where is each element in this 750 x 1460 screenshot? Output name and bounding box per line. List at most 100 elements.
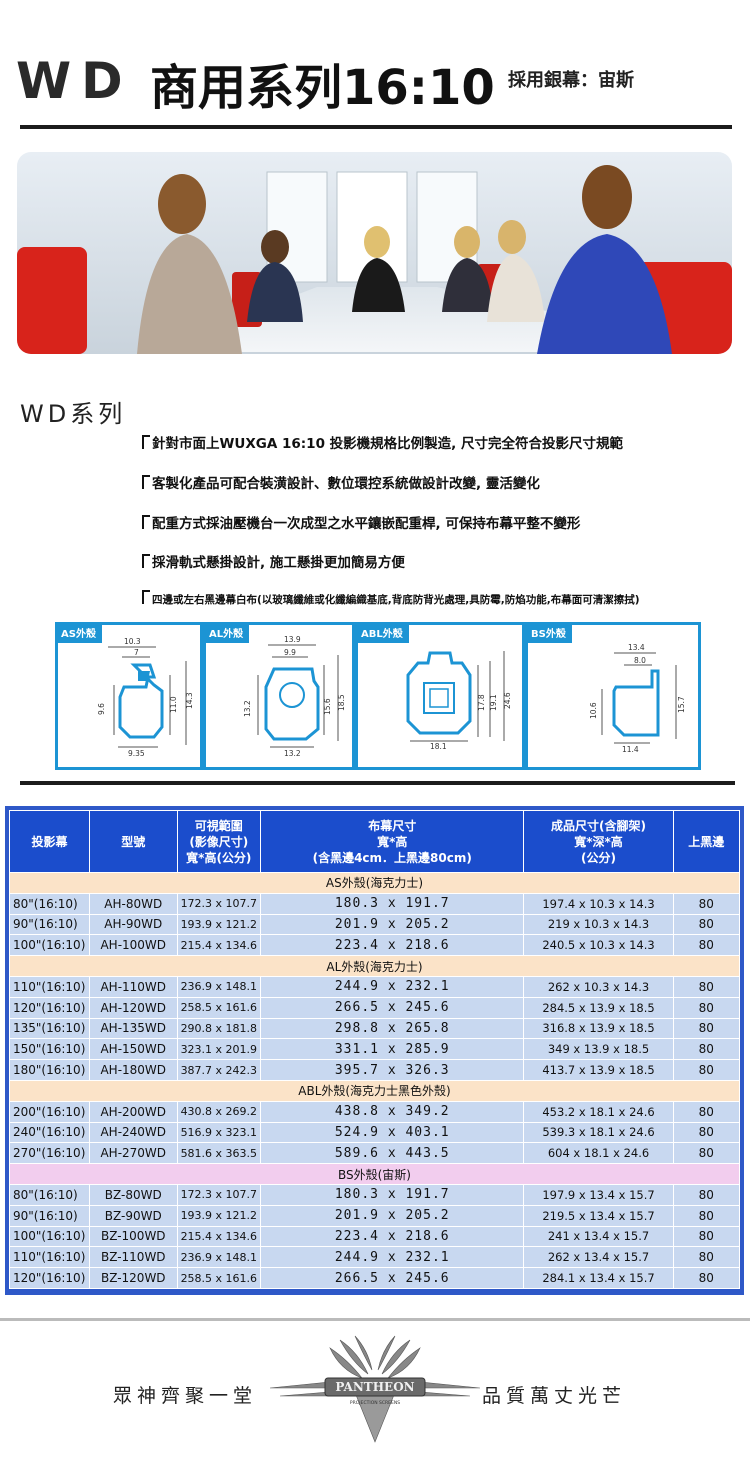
page-header: WD 商用系列16:10 採用銀幕：宙斯: [0, 0, 750, 135]
header-line: 寬*高(公分): [186, 850, 252, 865]
cell-finished-size: 262 x 13.4 x 15.7: [523, 1246, 674, 1269]
logo-subtext: PROJECTION SCREENS: [350, 1400, 400, 1406]
cell-screen-size: 298.8 x 265.8: [260, 1017, 525, 1040]
cell-model: AH-80WD: [88, 892, 178, 915]
header-finished-size: 成品尺寸(含腳架) 寬*深*高 (公分): [523, 810, 674, 873]
cell-viewable: 193.9 x 121.2: [176, 913, 262, 936]
pantheon-logo: PANTHEON PROJECTION SCREENS: [269, 1330, 481, 1450]
page-title: 商用系列16:10: [150, 60, 495, 116]
feature-item: 採滑軌式懸掛設計, 施工懸掛更加簡易方便: [142, 551, 405, 571]
feature-item: 配重方式採油壓機台一次成型之水平鑲嵌配重桿, 可保持布幕平整不變形: [142, 512, 580, 532]
cell-screen-size: 395.7 x 326.3: [260, 1059, 525, 1081]
cell-finished-size: 241 x 13.4 x 15.7: [523, 1225, 674, 1248]
cell-finished-size: 316.8 x 13.9 x 18.5: [523, 1017, 674, 1040]
cell-top-black: 80: [672, 934, 741, 957]
header-projector: 投影幕: [9, 810, 90, 873]
cell-model: AH-110WD: [88, 975, 178, 998]
dim-label: 9.6: [97, 703, 106, 715]
feature-text: 客製化產品可配合裝潢設計、數位環控系統做設計改變, 靈活變化: [152, 476, 540, 492]
cell-top-black: 80: [672, 1142, 741, 1165]
cell-model: AH-180WD: [88, 1059, 178, 1081]
cell-viewable: 581.6 x 363.5: [176, 1142, 262, 1165]
dim-label: 13.2: [284, 749, 301, 758]
header-line: 寬*高: [377, 834, 408, 849]
group-row: AL外殼(海克力士): [9, 955, 740, 977]
cell-viewable: 387.7 x 242.3: [176, 1059, 262, 1081]
cell-top-black: 80: [672, 913, 741, 936]
cell-finished-size: 197.4 x 10.3 x 14.3: [523, 892, 674, 915]
cell-top-black: 80: [672, 1121, 741, 1144]
logo-text: PANTHEON: [335, 1380, 414, 1394]
cell-top-black: 80: [672, 1204, 741, 1227]
bracket-icon: [142, 554, 150, 568]
feature-item: 針對市面上WUXGA 16:10 投影機規格比例製造, 尺寸完全符合投影尺寸規範: [142, 432, 623, 452]
cell-projector: 100"(16:10): [9, 1225, 90, 1248]
header-line: (含黑邊4cm．上黑邊80cm): [312, 850, 472, 865]
abl-housing-diagram: ABL外殼 17.8 19.1 24.6 18.1: [355, 622, 525, 770]
group-row: AS外殼(海克力士): [9, 872, 740, 894]
al-housing-diagram: AL外殼 13.9 9.9 13.2 15.6 18.5 13.2: [203, 622, 355, 770]
cell-viewable: 258.5 x 161.6: [176, 1267, 262, 1289]
cell-viewable: 215.4 x 134.6: [176, 1225, 262, 1248]
meeting-room-photo: [17, 152, 732, 354]
group-row: ABL外殼(海克力士黑色外殼): [9, 1079, 740, 1102]
dim-label: 24.6: [503, 692, 512, 709]
dim-label: 18.1: [430, 742, 447, 751]
dim-label: 18.5: [337, 694, 346, 711]
cell-model: AH-240WD: [88, 1121, 178, 1144]
cell-projector: 80"(16:10): [9, 892, 90, 915]
cell-projector: 180"(16:10): [9, 1059, 90, 1081]
cell-top-black: 80: [672, 892, 741, 915]
cell-viewable: 236.9 x 148.1: [176, 975, 262, 998]
header-model: 型號: [88, 810, 178, 873]
group-title: ABL外殼(海克力士黑色外殼): [9, 1079, 740, 1102]
dim-label: 10.3: [124, 637, 141, 646]
cell-viewable: 215.4 x 134.6: [176, 934, 262, 957]
cell-model: AH-270WD: [88, 1142, 178, 1165]
header-top-black: 上黑邊: [672, 810, 741, 873]
feature-text: 採滑軌式懸掛設計, 施工懸掛更加簡易方便: [152, 555, 405, 571]
cell-viewable: 430.8 x 269.2: [176, 1100, 262, 1123]
cell-model: AH-200WD: [88, 1100, 178, 1123]
cell-finished-size: 262 x 10.3 x 14.3: [523, 975, 674, 998]
cell-model: BZ-100WD: [88, 1225, 178, 1248]
cell-screen-size: 201.9 x 205.2: [260, 913, 525, 936]
group-row: BS外殼(宙斯): [9, 1163, 740, 1185]
bracket-icon: [142, 435, 150, 449]
header-line: 可視範圍: [194, 818, 243, 833]
cell-top-black: 80: [672, 1059, 741, 1081]
cell-top-black: 80: [672, 975, 741, 998]
group-title: BS外殼(宙斯): [9, 1163, 740, 1185]
dim-label: 8.0: [634, 656, 646, 665]
cell-finished-size: 349 x 13.9 x 18.5: [523, 1038, 674, 1061]
group-title: AL外殼(海克力士): [9, 955, 740, 977]
dim-label: 10.6: [589, 702, 598, 719]
footer-slogan-left: 眾神齊聚一堂: [113, 1385, 258, 1407]
cell-projector: 120"(16:10): [9, 996, 90, 1019]
dim-label: 15.7: [677, 696, 686, 713]
cell-screen-size: 201.9 x 205.2: [260, 1204, 525, 1227]
cell-screen-size: 244.9 x 232.1: [260, 1246, 525, 1269]
cell-top-black: 80: [672, 1100, 741, 1123]
cell-screen-size: 266.5 x 245.6: [260, 1267, 525, 1289]
cell-finished-size: 604 x 18.1 x 24.6: [523, 1142, 674, 1165]
header-line: (影像尺寸): [189, 834, 249, 849]
header-line: 成品尺寸(含腳架): [551, 818, 646, 833]
cell-screen-size: 524.9 x 403.1: [260, 1121, 525, 1144]
cell-viewable: 516.9 x 323.1: [176, 1121, 262, 1144]
cell-projector: 90"(16:10): [9, 1204, 90, 1227]
bracket-icon: [142, 515, 150, 529]
cell-top-black: 80: [672, 1267, 741, 1289]
cell-top-black: 80: [672, 1225, 741, 1248]
cell-screen-size: 223.4 x 218.6: [260, 934, 525, 957]
cell-projector: 120"(16:10): [9, 1267, 90, 1289]
dim-label: 13.9: [284, 635, 301, 644]
